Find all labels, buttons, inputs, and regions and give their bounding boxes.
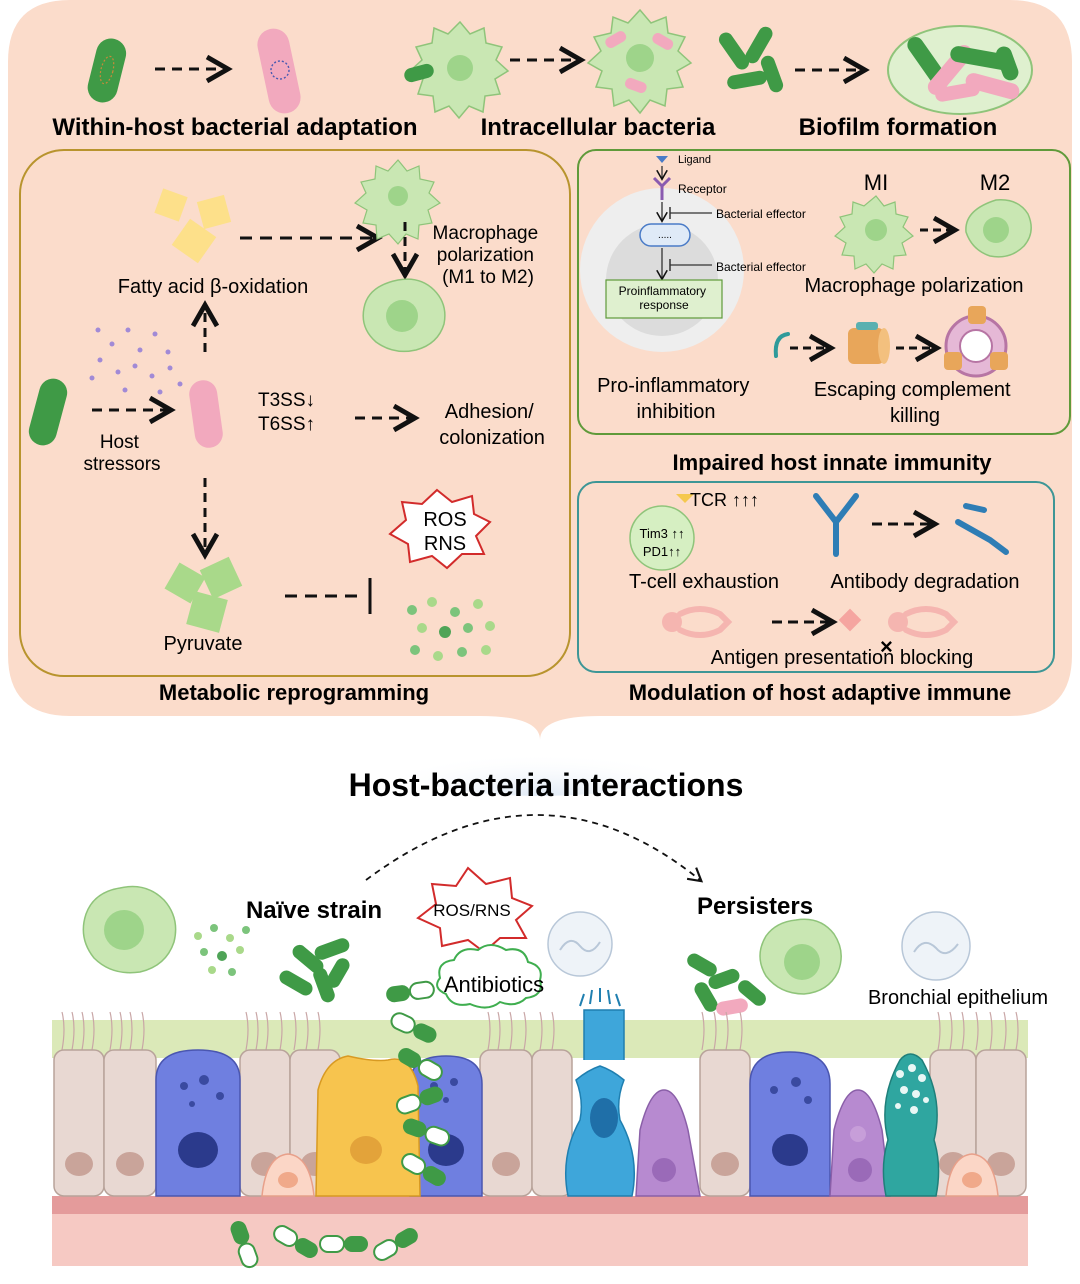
- ros-label: ROS: [423, 509, 466, 531]
- tim3-label: Tim3 ↑↑: [639, 526, 684, 541]
- focus-glow: [390, 724, 690, 796]
- basement-membrane: [52, 1196, 1028, 1214]
- adaptation-label: Within-host bacterial adaptation: [52, 114, 417, 141]
- brush-cell: [565, 988, 635, 1197]
- rns-label: RNS: [424, 533, 466, 555]
- antibody-label: Antibody degradation: [830, 571, 1019, 593]
- pyruvate-icon: [164, 556, 243, 633]
- signal-complex-box: [639, 223, 691, 247]
- inhibition-label: Pro-inflammatory inhibition: [597, 375, 755, 423]
- m2-macrophage-icon: [362, 278, 446, 353]
- submucosa: [52, 1214, 1028, 1266]
- metabolic-box: [19, 149, 571, 677]
- persister-bacteria-icon: [687, 953, 766, 1016]
- innate-box: [577, 149, 1071, 435]
- degraded-antibody-icon: [955, 503, 1009, 555]
- pyruvate-label: Pyruvate: [164, 633, 243, 655]
- adaptive-box: [577, 481, 1055, 673]
- cilia: [61, 1011, 1019, 1051]
- adhesion-label: Adhesion/ colonization: [439, 401, 545, 449]
- antibiotic-capsules: [230, 980, 451, 1269]
- m1-label: MI: [864, 170, 888, 195]
- t-cell-icon: [629, 505, 695, 571]
- pink-bacterium-icon: [257, 28, 301, 114]
- complement-complex-icon: [944, 306, 1008, 378]
- naive-label: Naïve strain: [246, 897, 382, 924]
- m2-label: M2: [980, 170, 1011, 195]
- bronchial-label: Bronchial epithelium: [868, 987, 1048, 1009]
- club-cells: [635, 1089, 891, 1197]
- ros-particles-icon: [194, 924, 250, 976]
- green-bacterium-icon: [87, 38, 127, 103]
- pink-bacterium-icon: [189, 380, 223, 448]
- exhaustion-label: T-cell exhaustion: [629, 571, 779, 593]
- macrophage-icon: [759, 918, 842, 995]
- mhc-icon: [662, 606, 733, 638]
- ligand-icon: [656, 156, 668, 163]
- effector-1-label: Bacterial effector: [716, 207, 806, 221]
- top-panel-background: [8, 0, 1072, 740]
- antigen-label: Antigen presentation blocking: [711, 647, 973, 669]
- damaged-yellow-cell: [315, 1055, 421, 1197]
- polarization-label: Macrophage polarization: [804, 275, 1023, 297]
- t3ss-label: T3SS↓: [258, 390, 315, 411]
- ligand-label: Ligand: [678, 154, 711, 166]
- complement-protein-icon: [773, 332, 790, 358]
- biofilm-icon: [887, 25, 1033, 115]
- host-stressors-label: Host stressors: [83, 432, 160, 475]
- antigen-icon: [838, 608, 862, 632]
- m1-macrophage-icon: [353, 159, 442, 245]
- macrophage-phagocytosis-icon: [404, 20, 510, 120]
- mucus-secreting-cell: [882, 1053, 940, 1197]
- antibiotics-cloud-icon: [436, 944, 542, 1009]
- fatty-acid-label: Fatty acid β-oxidation: [118, 276, 308, 298]
- interactions-title: Host-bacteria interactions: [349, 767, 744, 803]
- neutrophil-icon: [547, 911, 613, 977]
- proinflammatory-box: [605, 279, 723, 319]
- bacteria-cluster-icon: [718, 26, 784, 93]
- adaptive-title: Modulation of host adaptive immune: [629, 680, 1012, 705]
- infected-macrophage-icon: [586, 8, 693, 115]
- antibiotics-label: Antibiotics: [444, 972, 544, 997]
- blocked-mhc-icon: [888, 606, 959, 638]
- naive-to-persisters-arrow: [365, 814, 704, 883]
- receptor-icon: [652, 176, 672, 200]
- bacteria-cluster-icon: [279, 938, 350, 1003]
- ros-particles-icon: [407, 597, 495, 661]
- effector-2-label: Bacterial effector: [716, 260, 806, 274]
- macrophage-polarization-label: Macrophage polarization (M1 to M2): [433, 223, 544, 288]
- metabolic-title: Metabolic reprogramming: [159, 680, 429, 705]
- tcr-label: TCR ↑↑↑: [690, 490, 759, 510]
- antibody-icon: [813, 493, 859, 557]
- receptor-label: Receptor: [678, 182, 727, 196]
- pd1-label: PD1↑↑: [643, 544, 681, 559]
- intracellular-label: Intracellular bacteria: [481, 114, 716, 141]
- macrophage-icon: [82, 885, 177, 974]
- escape-label: Escaping complement killing: [814, 379, 1016, 427]
- signal-dots: .....: [658, 230, 672, 241]
- block-x-icon: ×: [880, 634, 893, 659]
- persisters-label: Persisters: [697, 893, 813, 920]
- m2-macrophage-icon: [965, 199, 1032, 258]
- innate-title: Impaired host innate immunity: [672, 450, 992, 475]
- protease-icon: [848, 322, 890, 364]
- proinflammatory-label: Proinflammatory response: [619, 284, 710, 312]
- stressor-dots-icon: [89, 327, 183, 395]
- fatty-acid-icon: [154, 188, 232, 264]
- neutrophil-icon: [901, 911, 971, 981]
- ros-rns-label: ROS/RNS: [433, 901, 510, 920]
- ros-rns-burst-icon: [388, 488, 492, 570]
- green-bacterium-icon: [28, 378, 68, 446]
- tcr-icon: [676, 494, 694, 503]
- biofilm-label: Biofilm formation: [799, 114, 998, 141]
- t6ss-label: T6SS↑: [258, 414, 315, 435]
- m1-macrophage-icon: [834, 195, 914, 274]
